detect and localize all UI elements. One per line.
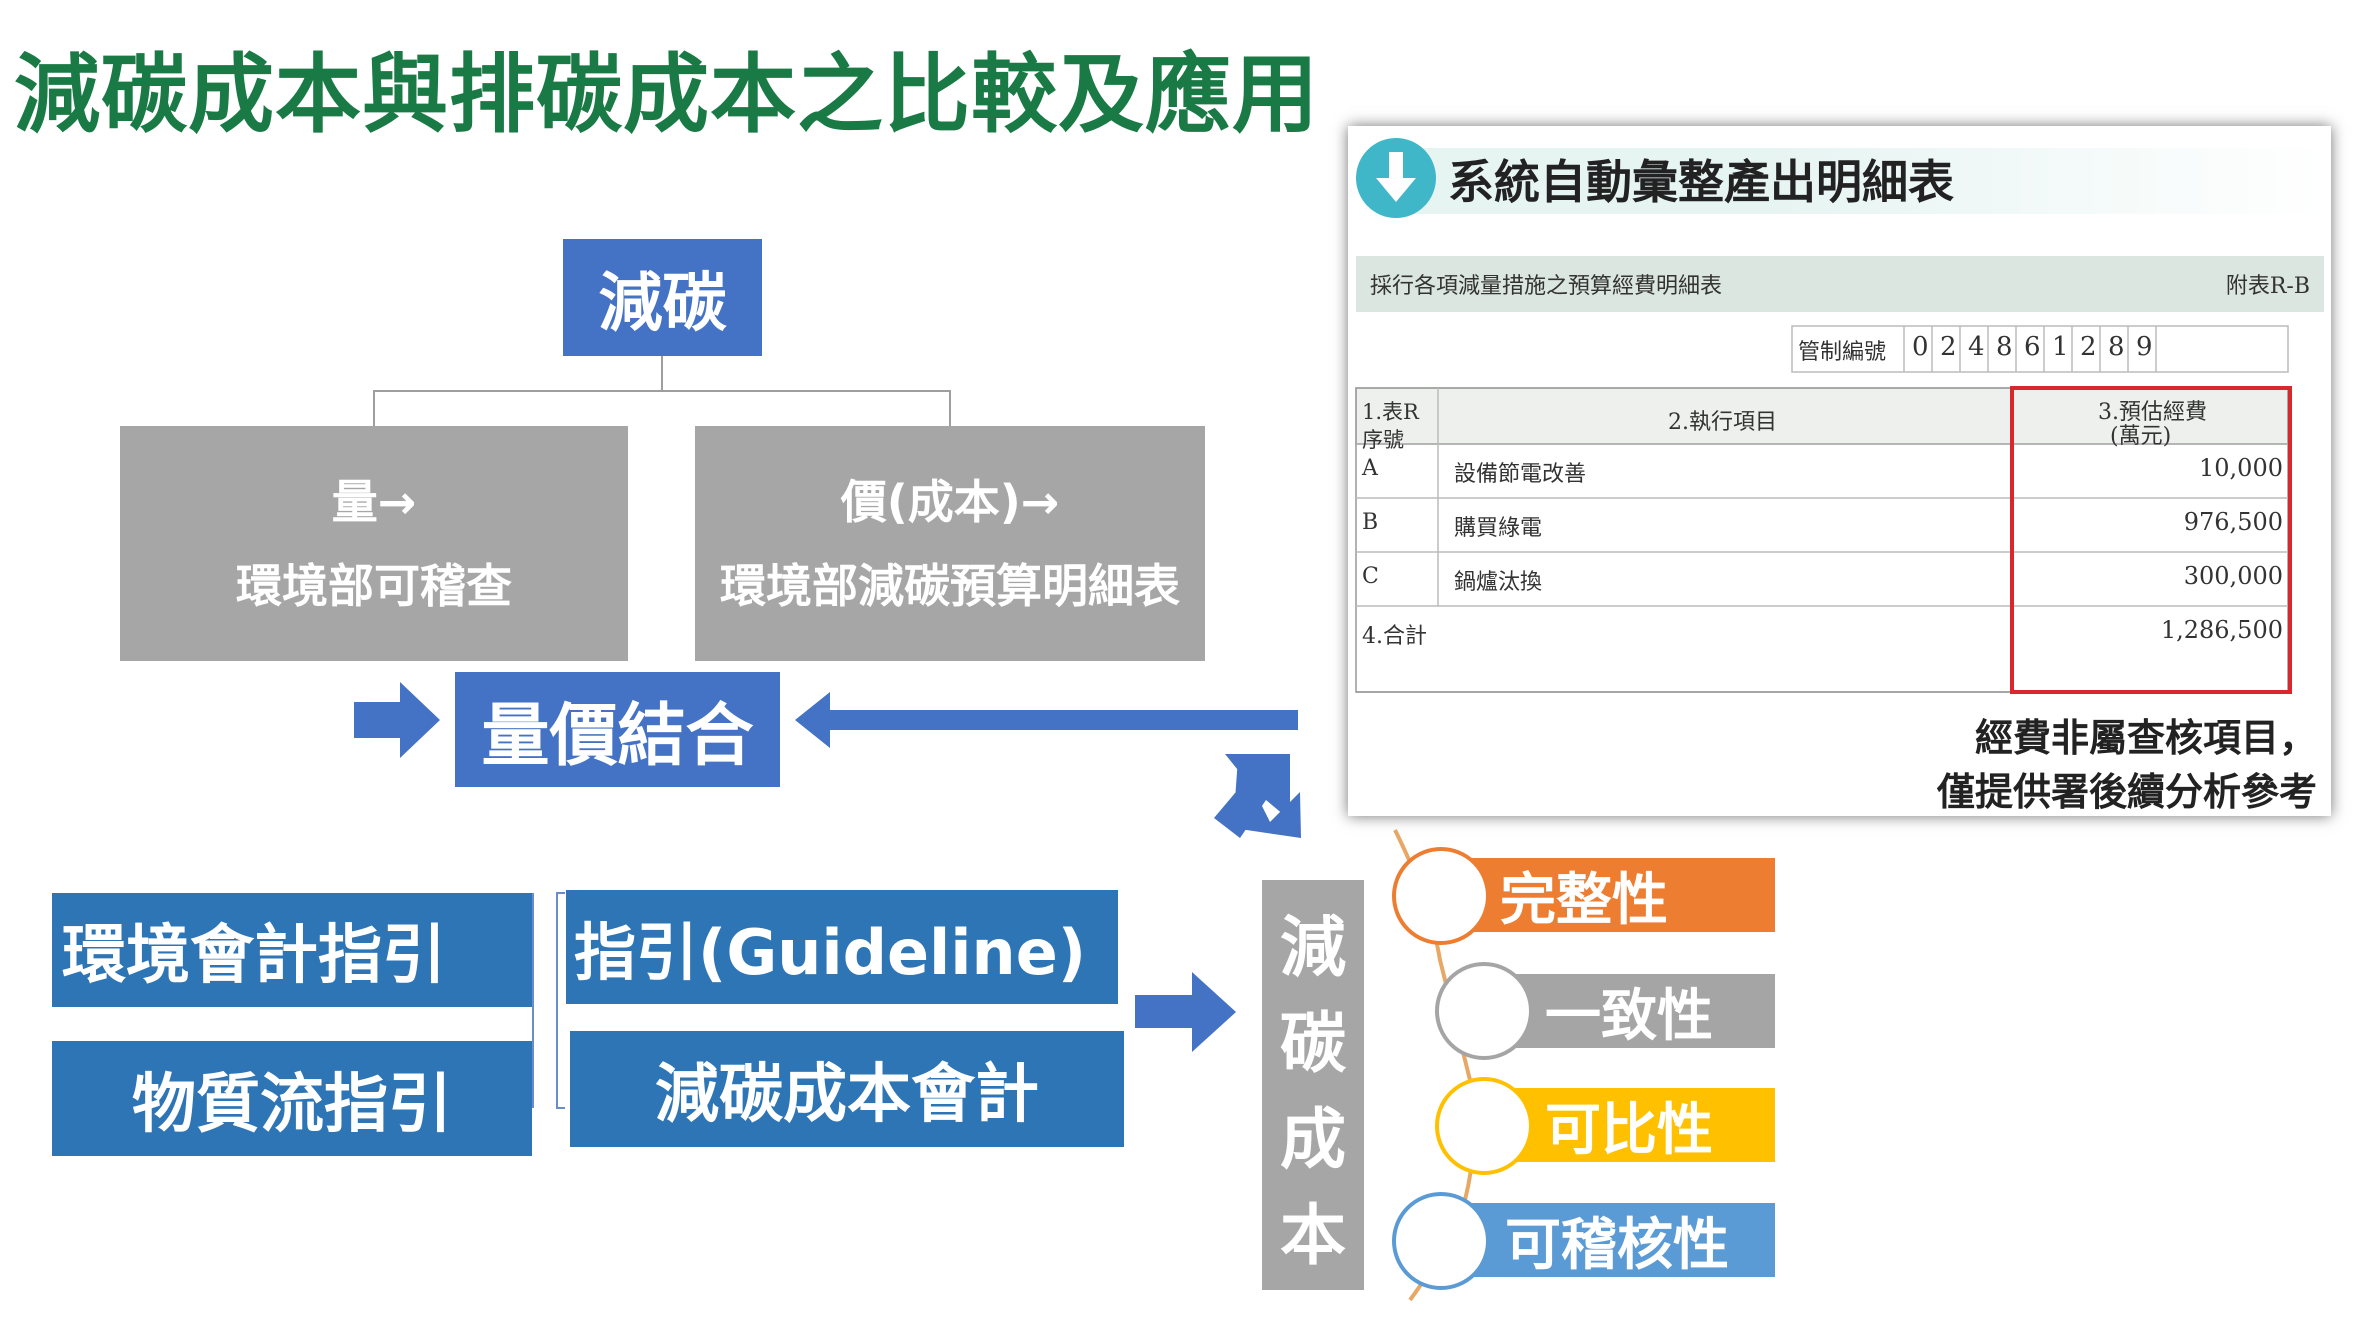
arrow-left-icon xyxy=(795,692,1298,748)
env-accounting-guide: 環境會計指引 xyxy=(52,893,532,1007)
control-number-label: 管制編號 xyxy=(1798,340,1887,365)
control-digit: 8 xyxy=(2108,332,2125,362)
tree-connector xyxy=(949,390,951,426)
total-label: 4.合計 xyxy=(1362,624,1427,649)
property-label: 一致性 xyxy=(1545,983,1713,1049)
quantity-node: 量→ 環境部可稽查 xyxy=(120,426,628,661)
control-digit: 0 xyxy=(1912,332,1929,362)
row-amount: 10,000 xyxy=(2199,454,2283,482)
guideline-label: 指引(Guideline) xyxy=(574,916,1087,989)
cost-accounting-box: 減碳成本會計 xyxy=(570,1031,1124,1147)
control-digit: 2 xyxy=(1940,332,1957,362)
tree-connector xyxy=(373,390,951,392)
panel-header-title: 系統自動彙整產出明細表 xyxy=(1448,155,1954,209)
quantity-node-line1: 量→ xyxy=(331,474,417,529)
download-icon xyxy=(1356,138,1436,218)
material-flow-guide: 物質流指引 xyxy=(52,1041,532,1156)
note-line2: 僅提供署後續分析參考 xyxy=(1936,770,2317,814)
tree-connector xyxy=(661,356,663,390)
quantity-node-line2: 環境部可稽查 xyxy=(236,558,512,613)
root-node-label: 減碳 xyxy=(598,266,727,341)
arrow-right-icon xyxy=(354,682,440,758)
col-header-serial: 1.表R序號 xyxy=(1362,400,1419,452)
page-title: 減碳成本與排碳成本之比較及應用 xyxy=(14,45,1319,145)
material-flow-label: 物質流指引 xyxy=(132,1067,452,1142)
row-amount: 976,500 xyxy=(2183,508,2283,536)
control-digit: 8 xyxy=(1996,332,2013,362)
cost-accounting-label: 減碳成本會計 xyxy=(655,1058,1039,1132)
row-item: 設備節電改善 xyxy=(1454,462,1587,487)
vertical-char: 本 xyxy=(1280,1197,1346,1274)
col-header-unit: (萬元) xyxy=(2110,424,2172,449)
panel-note: 經費非屬查核項目， 僅提供署後續分析參考 xyxy=(1937,711,2317,819)
price-node-line2: 環境部減碳預算明細表 xyxy=(720,558,1180,613)
root-node-reduction: 減碳 xyxy=(563,239,762,356)
control-digit: 9 xyxy=(2136,332,2153,362)
col-header-item: 2.執行項目 xyxy=(1668,410,1777,435)
tree-connector xyxy=(373,390,375,426)
property-label: 可比性 xyxy=(1545,1097,1713,1163)
arrow-up-diagonal-shape xyxy=(1214,754,1290,838)
col-header-budget: 3.預估經費 xyxy=(2098,400,2207,425)
table-title-bar: 採行各項減量措施之預算經費明細表 附表R-B xyxy=(1356,256,2324,312)
property-circle-auditability xyxy=(1392,1192,1490,1290)
vertical-char: 減 xyxy=(1280,909,1346,986)
row-item: 購買綠電 xyxy=(1454,516,1543,541)
bracket-right xyxy=(556,892,565,1109)
note-line1: 經費非屬查核項目， xyxy=(1974,716,2317,760)
property-label: 完整性 xyxy=(1500,867,1668,933)
price-node: 價(成本)→ 環境部減碳預算明細表 xyxy=(695,426,1205,661)
guideline-box: 指引(Guideline) xyxy=(566,890,1118,1004)
vertical-char: 碳 xyxy=(1280,1005,1346,1082)
total-amount: 1,286,500 xyxy=(2160,616,2283,644)
env-accounting-label: 環境會計指引 xyxy=(62,919,446,993)
property-circle-consistency xyxy=(1435,962,1533,1060)
table-grid xyxy=(1355,325,2292,694)
appendix-label: 附表R-B xyxy=(2225,274,2310,299)
combine-label: 量價結合 xyxy=(481,697,754,776)
property-completeness: 完整性 xyxy=(1420,858,1775,933)
property-circle-completeness xyxy=(1392,847,1490,945)
vertical-char: 成 xyxy=(1280,1101,1346,1178)
row-item: 鍋爐汰換 xyxy=(1454,570,1543,595)
table-title: 採行各項減量措施之預算經費明細表 xyxy=(1370,274,1723,299)
row-id: B xyxy=(1362,510,1379,535)
property-circle-comparability xyxy=(1435,1077,1533,1175)
control-digit: 2 xyxy=(2080,332,2097,362)
price-node-line1: 價(成本)→ xyxy=(840,474,1060,529)
panel-header-band xyxy=(1388,148,2328,214)
control-digit: 4 xyxy=(1968,332,1985,362)
arrow-right-icon-2 xyxy=(1135,972,1236,1052)
row-id: A xyxy=(1362,456,1378,481)
row-amount: 300,000 xyxy=(2183,562,2283,590)
control-digit: 6 xyxy=(2024,332,2041,362)
row-id: C xyxy=(1362,564,1379,589)
reduction-cost-vertical: 減 碳 成 本 xyxy=(1262,880,1364,1290)
control-digit: 1 xyxy=(2052,332,2069,362)
quantity-price-combine: 量價結合 xyxy=(455,672,780,787)
property-label: 可稽核性 xyxy=(1505,1212,1729,1278)
budget-detail-screenshot: 系統自動彙整產出明細表 採行各項減量措施之預算經費明細表 附表R-B 管制編號 … xyxy=(1348,126,2331,816)
